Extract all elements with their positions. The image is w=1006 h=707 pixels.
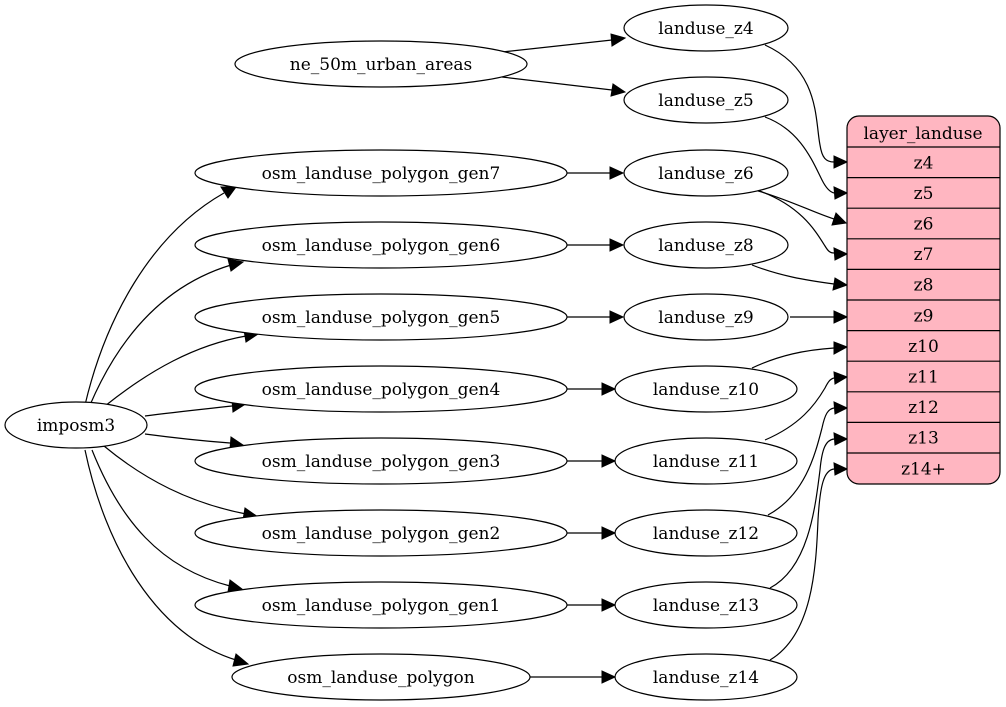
arrowhead bbox=[609, 166, 625, 180]
node-label: landuse_z4 bbox=[658, 19, 753, 39]
edge-imposm3-gen6 bbox=[89, 264, 232, 406]
record-field-z10: z10 bbox=[908, 337, 939, 357]
arrowhead bbox=[601, 526, 617, 540]
record-field-z11: z11 bbox=[908, 368, 939, 388]
node-landuse-z5[interactable]: landuse_z5 bbox=[623, 76, 789, 124]
edge-z12-layer-z12 bbox=[767, 407, 835, 516]
node-label: landuse_z11 bbox=[653, 452, 759, 472]
node-landuse-z8[interactable]: landuse_z8 bbox=[623, 221, 789, 269]
edge-urban-z4 bbox=[501, 39, 613, 53]
arrowhead bbox=[832, 277, 849, 291]
arrowhead bbox=[601, 598, 617, 612]
node-label: osm_landuse_polygon bbox=[287, 668, 474, 688]
arrowhead bbox=[609, 310, 625, 324]
node-label: osm_landuse_polygon_gen7 bbox=[262, 164, 501, 184]
edge-z14-layer-z14plus bbox=[769, 468, 835, 661]
node-label: osm_landuse_polygon_gen2 bbox=[262, 524, 501, 544]
record-fields: z4 z5 z6 z7 z8 z9 z10 z11 z12 z13 z14+ bbox=[847, 146, 1000, 479]
edge-imposm3-gen4 bbox=[144, 405, 233, 417]
node-label: landuse_z6 bbox=[658, 164, 753, 184]
node-landuse-z12[interactable]: landuse_z12 bbox=[614, 509, 798, 557]
node-landuse-z11[interactable]: landuse_z11 bbox=[614, 437, 798, 485]
edge-z8-layer-z8 bbox=[751, 264, 835, 285]
node-landuse-z10[interactable]: landuse_z10 bbox=[614, 365, 798, 413]
node-landuse-z9[interactable]: landuse_z9 bbox=[623, 293, 789, 341]
arrowhead bbox=[227, 258, 245, 272]
arrowhead bbox=[833, 462, 849, 476]
node-label: osm_landuse_polygon_gen6 bbox=[262, 236, 501, 256]
record-field-z4: z4 bbox=[914, 153, 934, 173]
arrowhead bbox=[833, 371, 849, 385]
arrowhead bbox=[833, 401, 849, 415]
node-label: osm_landuse_polygon_gen4 bbox=[262, 380, 501, 400]
arrowhead bbox=[220, 186, 237, 199]
node-label: osm_landuse_polygon_gen1 bbox=[262, 596, 501, 616]
arrowhead bbox=[833, 432, 849, 446]
edge-imposm3-gen5 bbox=[104, 335, 247, 407]
arrowhead bbox=[833, 155, 849, 169]
edge-z6-layer-z7 bbox=[756, 189, 835, 254]
node-label: landuse_z9 bbox=[658, 308, 753, 328]
record-field-z5: z5 bbox=[914, 184, 934, 204]
edge-imposm3-gen2 bbox=[103, 445, 247, 515]
node-label: landuse_z13 bbox=[653, 596, 759, 616]
edge-urban-z5 bbox=[501, 76, 613, 91]
record-field-z12: z12 bbox=[908, 398, 939, 418]
record-field-z7: z7 bbox=[914, 245, 934, 265]
nodes: imposm3 ne_50m_urban_areas osm_landuse_p… bbox=[4, 4, 798, 701]
arrowhead bbox=[601, 454, 617, 468]
arrowhead bbox=[831, 212, 848, 226]
record-field-z8: z8 bbox=[914, 276, 934, 296]
edge-imposm3-gen7 bbox=[84, 192, 225, 406]
record-field-z9: z9 bbox=[914, 306, 934, 326]
record-field-z14plus: z14+ bbox=[901, 459, 946, 479]
node-ne-50m-urban-areas[interactable]: ne_50m_urban_areas bbox=[234, 40, 528, 88]
node-label: imposm3 bbox=[37, 416, 115, 436]
edge-z4-layer-z4 bbox=[764, 44, 835, 163]
layer-landuse-record[interactable]: layer_landuse z4 z5 z6 z7 z8 z9 z10 z11 z12 z13 z1… bbox=[846, 115, 1001, 485]
node-osm-landuse-polygon-gen4[interactable]: osm_landuse_polygon_gen4 bbox=[194, 365, 568, 413]
record-title: layer_landuse bbox=[864, 124, 983, 144]
arrowhead bbox=[833, 310, 849, 324]
node-osm-landuse-polygon-gen1[interactable]: osm_landuse_polygon_gen1 bbox=[194, 581, 568, 629]
record-field-z6: z6 bbox=[914, 215, 934, 235]
edge-z5-layer-z5 bbox=[764, 116, 835, 194]
node-osm-landuse-polygon-gen3[interactable]: osm_landuse_polygon_gen3 bbox=[194, 437, 568, 485]
node-label: ne_50m_urban_areas bbox=[290, 55, 472, 75]
node-label: landuse_z8 bbox=[658, 236, 753, 256]
node-osm-landuse-polygon-gen6[interactable]: osm_landuse_polygon_gen6 bbox=[194, 221, 568, 269]
arrowhead bbox=[232, 653, 250, 667]
arrowhead bbox=[833, 186, 849, 200]
node-osm-landuse-polygon-gen2[interactable]: osm_landuse_polygon_gen2 bbox=[194, 509, 568, 557]
edge-z13-layer-z13 bbox=[769, 438, 835, 589]
arrowhead bbox=[610, 33, 627, 47]
node-osm-landuse-polygon-gen5[interactable]: osm_landuse_polygon_gen5 bbox=[194, 293, 568, 341]
arrowhead bbox=[601, 670, 617, 684]
arrowhead bbox=[609, 238, 625, 252]
edge-imposm3-gen3 bbox=[144, 433, 231, 444]
edge-imposm3-polygon bbox=[84, 449, 237, 661]
arrowhead bbox=[833, 247, 849, 261]
node-landuse-z6[interactable]: landuse_z6 bbox=[623, 149, 789, 197]
arrowhead bbox=[601, 382, 617, 396]
arrowhead bbox=[610, 83, 627, 97]
node-label: landuse_z5 bbox=[658, 91, 753, 111]
node-label: osm_landuse_polygon_gen3 bbox=[262, 452, 501, 472]
node-osm-landuse-polygon[interactable]: osm_landuse_polygon bbox=[231, 653, 531, 701]
node-label: osm_landuse_polygon_gen5 bbox=[262, 308, 501, 328]
edge-z10-layer-z10 bbox=[751, 347, 835, 369]
node-osm-landuse-polygon-gen7[interactable]: osm_landuse_polygon_gen7 bbox=[194, 149, 568, 197]
node-landuse-z13[interactable]: landuse_z13 bbox=[614, 581, 798, 629]
record-field-z13: z13 bbox=[908, 429, 939, 449]
node-label: landuse_z14 bbox=[653, 668, 759, 688]
edge-z11-layer-z11 bbox=[764, 377, 835, 441]
node-landuse-z4[interactable]: landuse_z4 bbox=[623, 4, 789, 52]
edge-imposm3-gen1 bbox=[91, 449, 231, 587]
node-landuse-z14[interactable]: landuse_z14 bbox=[614, 653, 798, 701]
node-label: landuse_z12 bbox=[653, 524, 759, 544]
node-label: landuse_z10 bbox=[653, 380, 759, 400]
node-imposm3[interactable]: imposm3 bbox=[4, 401, 148, 449]
arrowhead bbox=[833, 341, 849, 355]
